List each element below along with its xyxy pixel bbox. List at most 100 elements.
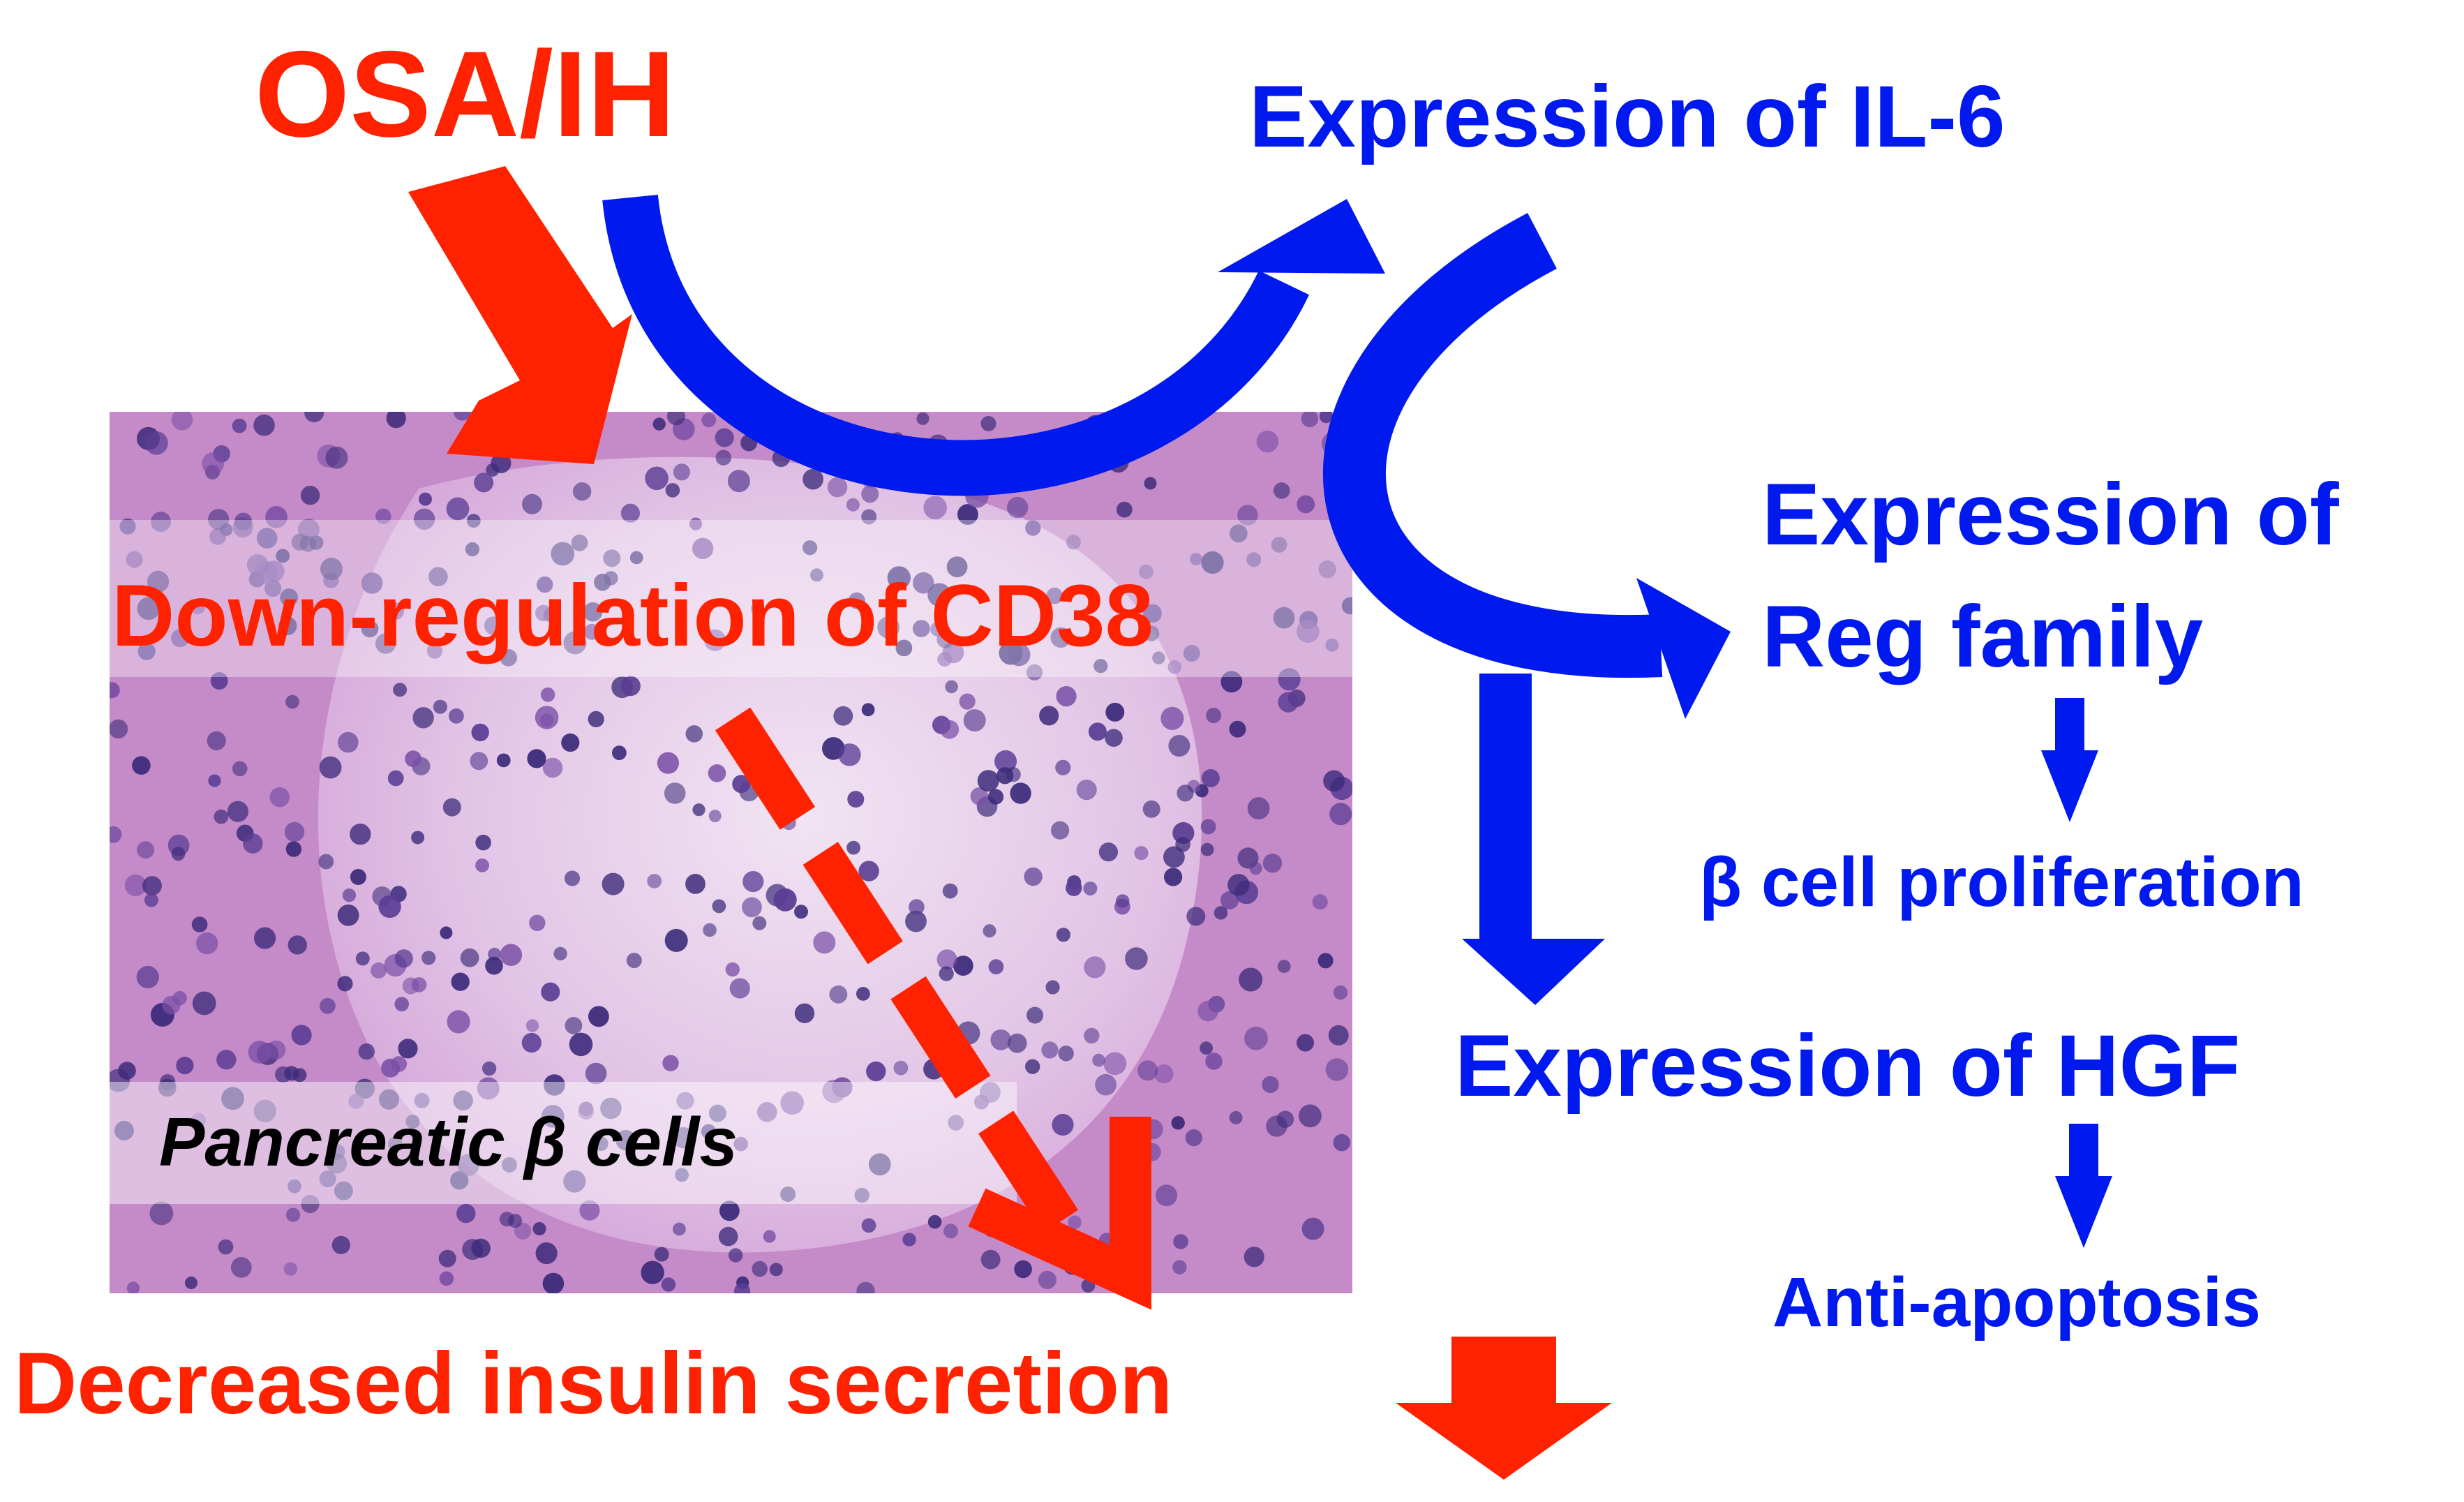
- cell-nucleus: [905, 910, 927, 932]
- cell-nucleus: [1137, 1060, 1158, 1081]
- pancreatic-beta-cells-label: Pancreatic β cells: [159, 1103, 738, 1180]
- cell-nucleus: [1167, 660, 1182, 674]
- cell-nucleus: [1139, 564, 1153, 579]
- cell-nucleus: [676, 1092, 694, 1110]
- cell-nucleus: [500, 944, 523, 966]
- cell-nucleus: [1341, 597, 1352, 615]
- cells-label-band: [110, 1082, 1017, 1204]
- cell-nucleus: [207, 731, 226, 750]
- cell-nucleus: [1329, 803, 1352, 826]
- cell-nucleus: [470, 752, 488, 771]
- cell-nucleus: [1173, 1234, 1188, 1249]
- cell-nucleus: [196, 932, 218, 955]
- cell-nucleus: [662, 1055, 679, 1071]
- cell-nucleus: [1205, 1053, 1223, 1070]
- cell-nucleus: [652, 417, 666, 431]
- cell-nucleus: [1050, 627, 1071, 648]
- cell-nucleus: [612, 745, 627, 760]
- cell-nucleus: [1183, 645, 1200, 662]
- cell-nucleus: [563, 631, 587, 655]
- cell-nucleus: [319, 756, 342, 779]
- cell-nucleus: [1278, 668, 1301, 691]
- cell-nucleus: [1154, 1064, 1174, 1084]
- cell-nucleus: [959, 693, 976, 710]
- cd38-label-band: [110, 520, 1352, 677]
- arrow-to-hgf-head: [1462, 939, 1605, 1005]
- cell-nucleus: [1052, 1113, 1074, 1136]
- cell-nucleus: [118, 1062, 136, 1080]
- cell-nucleus: [440, 926, 453, 939]
- cell-nucleus: [232, 418, 247, 433]
- cell-nucleus: [453, 1090, 473, 1110]
- osa-to-tissue-arrow: [408, 166, 632, 464]
- cell-nucleus: [854, 1187, 869, 1203]
- beta-cell-proliferation-label: β cell proliferation: [1699, 843, 2304, 921]
- cell-nucleus: [304, 412, 324, 423]
- cell-nucleus: [861, 1218, 876, 1233]
- curved-arrow-to-reg-head: [1636, 578, 1731, 719]
- cell-nucleus: [602, 872, 625, 895]
- cell-nucleus: [1214, 906, 1228, 920]
- cell-nucleus: [673, 1222, 686, 1236]
- cell-nucleus: [1200, 1041, 1213, 1055]
- cell-nucleus: [184, 1276, 198, 1290]
- cell-nucleus: [1177, 785, 1194, 802]
- cell-nucleus: [471, 723, 489, 742]
- cell-nucleus: [1229, 1110, 1243, 1124]
- cell-nucleus: [500, 648, 517, 667]
- cell-nucleus: [861, 509, 877, 525]
- cell-nucleus: [394, 949, 413, 968]
- cell-nucleus: [1098, 842, 1118, 862]
- decreased-insulin-secretion-label: Decreased insulin secretion: [14, 1335, 1172, 1432]
- cell-nucleus: [1103, 1052, 1127, 1076]
- cell-nucleus: [253, 414, 275, 436]
- cell-nucleus: [387, 602, 404, 620]
- cell-nucleus: [756, 1102, 777, 1122]
- cell-nucleus: [701, 1124, 716, 1139]
- cell-nucleus: [398, 1039, 418, 1059]
- cell-nucleus: [354, 1078, 375, 1099]
- cell-nucleus: [1318, 560, 1336, 579]
- cell-nucleus: [847, 791, 865, 808]
- cell-nucleus: [970, 787, 989, 805]
- cell-nucleus: [1175, 837, 1190, 852]
- cell-nucleus: [537, 576, 553, 593]
- cell-nucleus: [1024, 867, 1043, 886]
- cell-nucleus: [994, 750, 1017, 773]
- cell-nucleus: [1333, 985, 1348, 1000]
- pancreatic-islet-micrograph: [110, 412, 1352, 1293]
- cell-nucleus: [856, 987, 870, 1001]
- cell-nucleus: [521, 1032, 542, 1053]
- cell-nucleus: [752, 916, 767, 930]
- cell-nucleus: [729, 1248, 743, 1263]
- cell-nucleus: [763, 1230, 776, 1243]
- cell-nucleus: [692, 537, 714, 559]
- cell-nucleus: [980, 1249, 1001, 1270]
- cell-nucleus: [371, 962, 387, 979]
- cell-nucleus: [159, 1074, 176, 1090]
- cell-nucleus: [475, 858, 489, 872]
- cell-nucleus: [144, 431, 168, 455]
- cell-nucleus: [439, 1271, 454, 1286]
- cell-nucleus: [1277, 960, 1291, 973]
- cell-nucleus: [1201, 769, 1220, 787]
- cell-nucleus: [264, 579, 282, 597]
- curved-arrow-to-reg-shaft: [1323, 213, 1663, 678]
- cell-nucleus: [114, 1120, 134, 1140]
- cell-nucleus: [110, 719, 128, 739]
- cell-nucleus: [564, 870, 581, 886]
- cell-nucleus: [191, 600, 205, 615]
- cell-nucleus: [460, 948, 479, 967]
- cell-nucleus: [1186, 907, 1206, 926]
- cell-nucleus: [137, 841, 155, 859]
- cell-nucleus: [1325, 1058, 1349, 1081]
- cell-nucleus: [110, 682, 120, 699]
- cell-nucleus: [572, 482, 592, 501]
- cell-nucleus: [348, 1093, 364, 1109]
- cell-nucleus: [1249, 862, 1262, 875]
- cell-nucleus: [999, 641, 1023, 665]
- cell-nucleus: [285, 841, 302, 857]
- cell-nucleus: [732, 775, 751, 794]
- cell-nucleus: [232, 761, 248, 777]
- cell-nucleus: [1125, 947, 1148, 970]
